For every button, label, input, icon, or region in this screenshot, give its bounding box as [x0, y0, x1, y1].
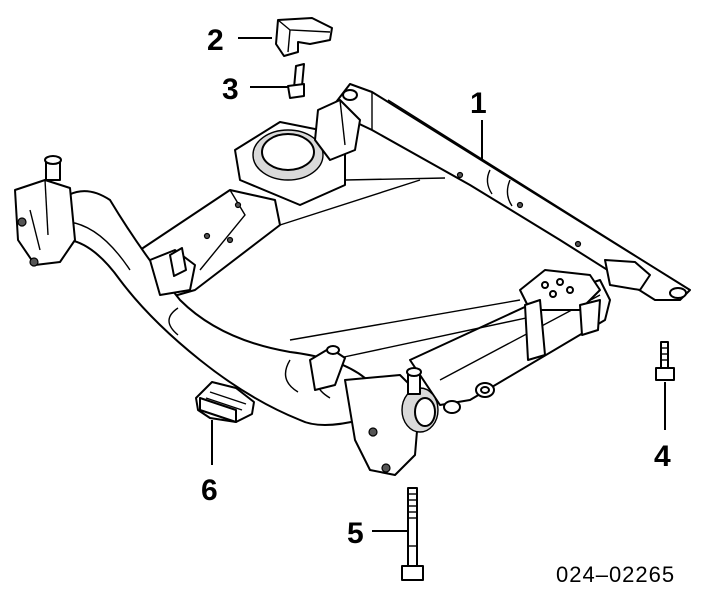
callout-6: 6 [201, 474, 218, 507]
leader-lines [211, 37, 666, 532]
reference-number: 024–02265 [556, 562, 675, 587]
bump-stop-part [195, 381, 255, 423]
callout-4: 4 [654, 440, 671, 473]
callout-3: 3 [222, 73, 239, 106]
small-bolt-part [287, 63, 305, 99]
mount-insulator-part [275, 17, 333, 57]
long-bolt-part [401, 487, 424, 581]
callout-5: 5 [347, 517, 364, 550]
crossmember-frame [14, 83, 691, 476]
stud-bolt-part [655, 341, 675, 381]
callout-1: 1 [470, 87, 487, 120]
callout-2: 2 [207, 24, 224, 57]
